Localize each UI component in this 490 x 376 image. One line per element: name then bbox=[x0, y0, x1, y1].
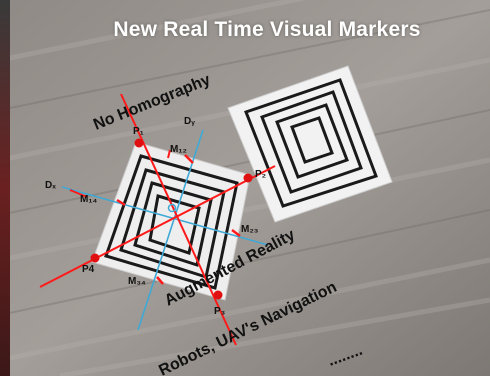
red-lines bbox=[39, 93, 276, 346]
dx-axis-line bbox=[61, 186, 269, 246]
label-p2: P₂ bbox=[255, 169, 266, 180]
label-m14: M₁₄ bbox=[80, 194, 97, 205]
midpoint-ticks bbox=[116, 154, 241, 285]
point-p3 bbox=[213, 290, 223, 300]
label-p3: P₃ bbox=[214, 306, 226, 317]
label-m12: M₁₂ bbox=[170, 144, 187, 155]
center-point bbox=[167, 203, 177, 213]
slide-title: New Real Time Visual Markers bbox=[113, 18, 421, 41]
point-p4 bbox=[90, 253, 100, 263]
corner-points bbox=[90, 138, 253, 300]
secondary-marker bbox=[227, 65, 393, 223]
p4-p2-diagonal bbox=[39, 165, 276, 288]
point-p1 bbox=[134, 138, 144, 148]
label-p1: P₁ bbox=[133, 126, 144, 137]
label-m34: M₃₄ bbox=[128, 276, 146, 287]
left-photo-strip bbox=[0, 0, 10, 376]
primary-marker bbox=[91, 141, 251, 301]
point-p2 bbox=[243, 173, 253, 183]
p1-p3-diagonal bbox=[120, 93, 237, 346]
label-m23: M₂₃ bbox=[241, 224, 259, 235]
label-dx: Dₓ bbox=[45, 180, 56, 191]
label-p4: P4 bbox=[82, 264, 95, 275]
label-dy: Dᵧ bbox=[184, 116, 195, 127]
